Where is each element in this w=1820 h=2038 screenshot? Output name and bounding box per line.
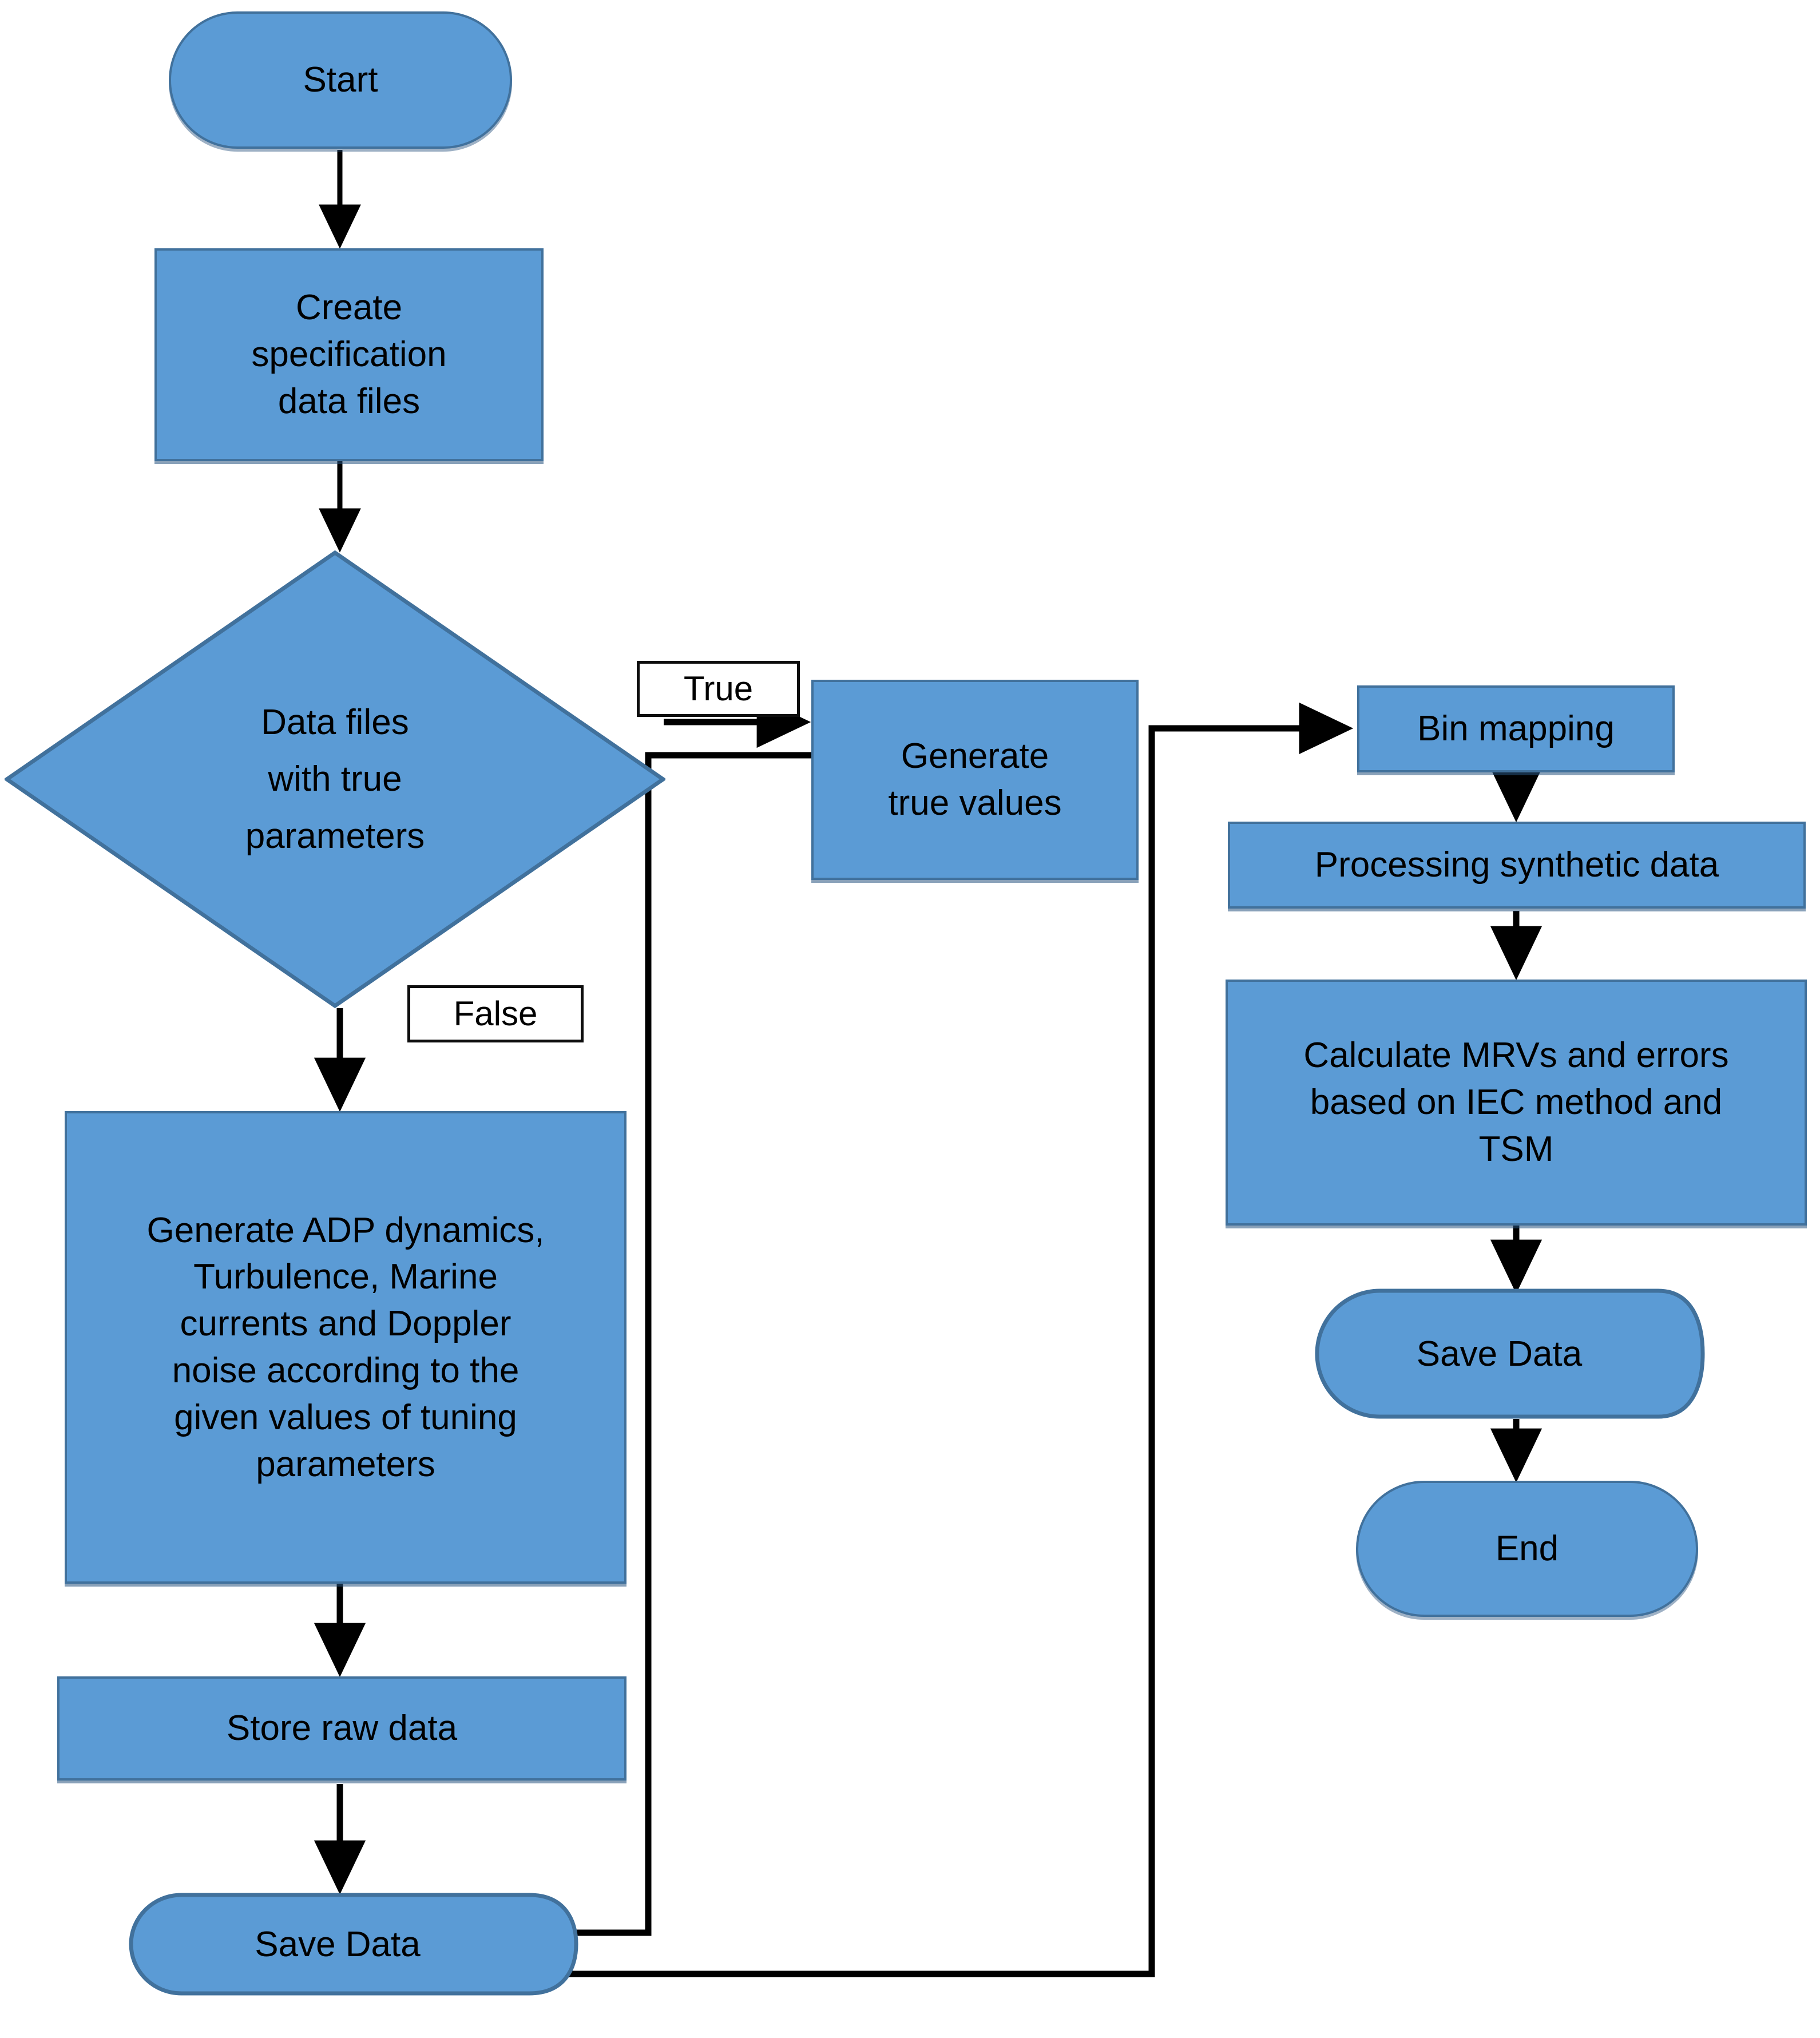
edge-label-true-text: True <box>683 669 754 708</box>
node-end-label: End <box>1495 1529 1559 1569</box>
node-calculate-mrvs-label: Calculate MRVs and errors based on IEC m… <box>1303 1036 1729 1169</box>
node-save-data-left[interactable]: Save Data <box>129 1893 598 1996</box>
node-create-spec-label: Create specification data files <box>251 288 447 421</box>
node-generate-true-values-label: Generate true values <box>888 736 1062 823</box>
edge-label-false: False <box>407 985 584 1042</box>
edge-save-data-left-to-bin-mapping <box>562 702 1354 1977</box>
node-store-raw-data-label: Store raw data <box>226 1708 458 1748</box>
node-save-data-left-label: Save Data <box>255 1924 421 1964</box>
node-save-data-right-label: Save Data <box>1416 1334 1583 1374</box>
decision-diamond-shape <box>5 550 665 1008</box>
edge-label-false-text: False <box>453 994 538 1033</box>
node-bin-mapping-label: Bin mapping <box>1417 709 1615 749</box>
node-processing-synthetic-data[interactable]: Processing synthetic data <box>1228 822 1806 909</box>
node-decision[interactable]: Data files with true parameters <box>5 550 665 1008</box>
node-generate-adp-label: Generate ADP dynamics, Turbulence, Marin… <box>146 1210 545 1484</box>
node-start-label: Start <box>303 60 378 100</box>
node-decision-label: Data files with true parameters <box>245 703 425 856</box>
node-create-spec[interactable]: Create specification data files <box>154 248 544 461</box>
node-start[interactable]: Start <box>169 11 512 149</box>
edge-label-true: True <box>637 661 800 717</box>
node-calculate-mrvs[interactable]: Calculate MRVs and errors based on IEC m… <box>1226 980 1807 1226</box>
node-generate-adp[interactable]: Generate ADP dynamics, Turbulence, Marin… <box>65 1111 627 1584</box>
node-end[interactable]: End <box>1356 1481 1698 1617</box>
node-generate-true-values[interactable]: Generate true values <box>811 680 1139 880</box>
node-store-raw-data[interactable]: Store raw data <box>57 1676 627 1781</box>
node-bin-mapping[interactable]: Bin mapping <box>1357 685 1675 772</box>
node-processing-synthetic-data-label: Processing synthetic data <box>1314 845 1719 885</box>
node-save-data-right[interactable]: Save Data <box>1315 1288 1724 1419</box>
